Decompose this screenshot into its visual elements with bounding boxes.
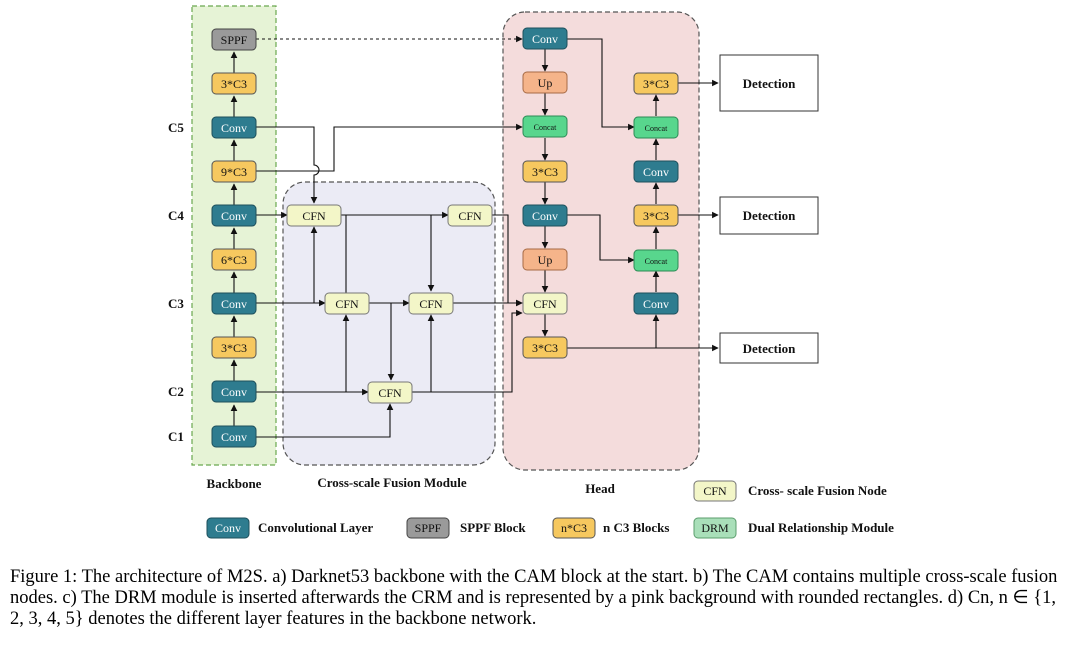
backbone-conv-c1: Conv (211, 425, 257, 448)
backbone-conv-c2: Conv (211, 380, 257, 403)
legend-conv: Conv Convolutional Layer (206, 517, 373, 539)
svg-text:9*C3: 9*C3 (221, 165, 247, 179)
fusion-cfn-a: CFN (286, 204, 342, 227)
right-concat-mid: Concat (633, 249, 679, 272)
legend-sppf: SPPF SPPF Block (406, 517, 526, 539)
svg-text:SPPF: SPPF (221, 33, 248, 47)
right-3c3-mid: 3*C3 (633, 204, 679, 227)
backbone-3c3-top: 3*C3 (211, 72, 257, 95)
right-concat-top: Concat (633, 116, 679, 139)
level-labels: C5 C4 C3 C2 C1 (168, 120, 184, 444)
svg-text:3*C3: 3*C3 (643, 77, 669, 91)
svg-text:Conv: Conv (643, 165, 669, 179)
detection-output-mid: Detection (719, 196, 819, 235)
svg-text:Conv: Conv (532, 32, 558, 46)
fusion-cfn-e: CFN (367, 381, 413, 404)
sppf-node: SPPF (211, 28, 257, 51)
svg-text:SPPF: SPPF (415, 521, 442, 535)
head-concat-1: Concat (522, 115, 568, 138)
svg-text:DRM: DRM (701, 521, 729, 535)
head-up-1: Up (522, 71, 568, 94)
svg-text:Conv: Conv (215, 521, 241, 535)
legend-cfn: CFN Cross- scale Fusion Node (693, 480, 887, 502)
right-3c3-top: 3*C3 (633, 72, 679, 95)
svg-text:Conv: Conv (221, 297, 247, 311)
svg-text:CFN: CFN (533, 297, 557, 311)
level-label-c3: C3 (168, 296, 184, 311)
svg-text:3*C3: 3*C3 (643, 209, 669, 223)
connections (230, 35, 719, 438)
architecture-diagram: SPPF 3*C3 Conv 9*C3 Conv 6*C3 Conv 3*C3 … (168, 5, 894, 539)
svg-text:Conv: Conv (643, 297, 669, 311)
level-label-c5: C5 (168, 120, 184, 135)
backbone-conv-c4: Conv (211, 204, 257, 227)
svg-text:CFN: CFN (378, 386, 402, 400)
svg-text:Concat: Concat (534, 123, 557, 132)
backbone-3c3-low: 3*C3 (211, 336, 257, 359)
head-conv-top: Conv (522, 27, 568, 50)
backbone-conv-c3: Conv (211, 292, 257, 315)
svg-text:CFN: CFN (335, 297, 359, 311)
fusion-cfn-c: CFN (324, 292, 370, 315)
detection-output-bottom: Detection (719, 332, 819, 364)
head-conv-mid: Conv (522, 204, 568, 227)
level-label-c4: C4 (168, 208, 184, 223)
fusion-label: Cross-scale Fusion Module (317, 475, 466, 490)
head-3c3-b: 3*C3 (522, 336, 568, 359)
svg-text:CFN: CFN (302, 209, 326, 223)
right-conv-a: Conv (633, 160, 679, 183)
svg-text:n*C3: n*C3 (561, 521, 587, 535)
svg-text:Cross- scale Fusion Node: Cross- scale Fusion Node (748, 483, 887, 498)
svg-text:CFN: CFN (419, 297, 443, 311)
svg-text:Conv: Conv (221, 209, 247, 223)
svg-text:CFN: CFN (703, 484, 727, 498)
backbone-9c3: 9*C3 (211, 160, 257, 183)
svg-text:3*C3: 3*C3 (221, 341, 247, 355)
svg-text:6*C3: 6*C3 (221, 253, 247, 267)
backbone-label: Backbone (207, 476, 262, 491)
legend-drm: DRM Dual Relationship Module (693, 517, 894, 539)
legend: CFN Cross- scale Fusion Node Conv Convol… (206, 480, 894, 539)
detection-output-top: Detection (719, 54, 819, 112)
head-label: Head (585, 481, 615, 496)
backbone-conv-c5: Conv (211, 116, 257, 139)
head-up-2: Up (522, 248, 568, 271)
svg-text:Up: Up (538, 253, 553, 267)
svg-text:Conv: Conv (221, 430, 247, 444)
svg-text:3*C3: 3*C3 (532, 165, 558, 179)
svg-text:Concat: Concat (645, 124, 668, 133)
backbone-6c3: 6*C3 (211, 248, 257, 271)
svg-text:SPPF Block: SPPF Block (460, 520, 526, 535)
right-conv-b: Conv (633, 292, 679, 315)
head-cfn: CFN (522, 292, 568, 315)
fusion-cfn-b: CFN (447, 204, 493, 227)
level-label-c1: C1 (168, 429, 184, 444)
svg-text:Dual Relationship Module: Dual Relationship Module (748, 520, 894, 535)
legend-c3: n*C3 n C3 Blocks (552, 517, 669, 539)
svg-text:n C3 Blocks: n C3 Blocks (603, 520, 669, 535)
svg-text:3*C3: 3*C3 (221, 77, 247, 91)
svg-text:Conv: Conv (221, 121, 247, 135)
svg-text:Concat: Concat (645, 257, 668, 266)
svg-text:Detection: Detection (743, 341, 796, 356)
figure-caption: Figure 1: The architecture of M2S. a) Da… (10, 567, 1058, 629)
svg-text:Detection: Detection (743, 208, 796, 223)
svg-text:Convolutional Layer: Convolutional Layer (258, 520, 373, 535)
svg-text:Up: Up (538, 76, 553, 90)
svg-text:3*C3: 3*C3 (532, 341, 558, 355)
svg-text:Conv: Conv (532, 209, 558, 223)
fusion-region (282, 181, 496, 466)
fusion-cfn-d: CFN (408, 292, 454, 315)
svg-text:Conv: Conv (221, 385, 247, 399)
svg-text:CFN: CFN (458, 209, 482, 223)
head-3c3-a: 3*C3 (522, 160, 568, 183)
level-label-c2: C2 (168, 384, 184, 399)
svg-text:Detection: Detection (743, 76, 796, 91)
